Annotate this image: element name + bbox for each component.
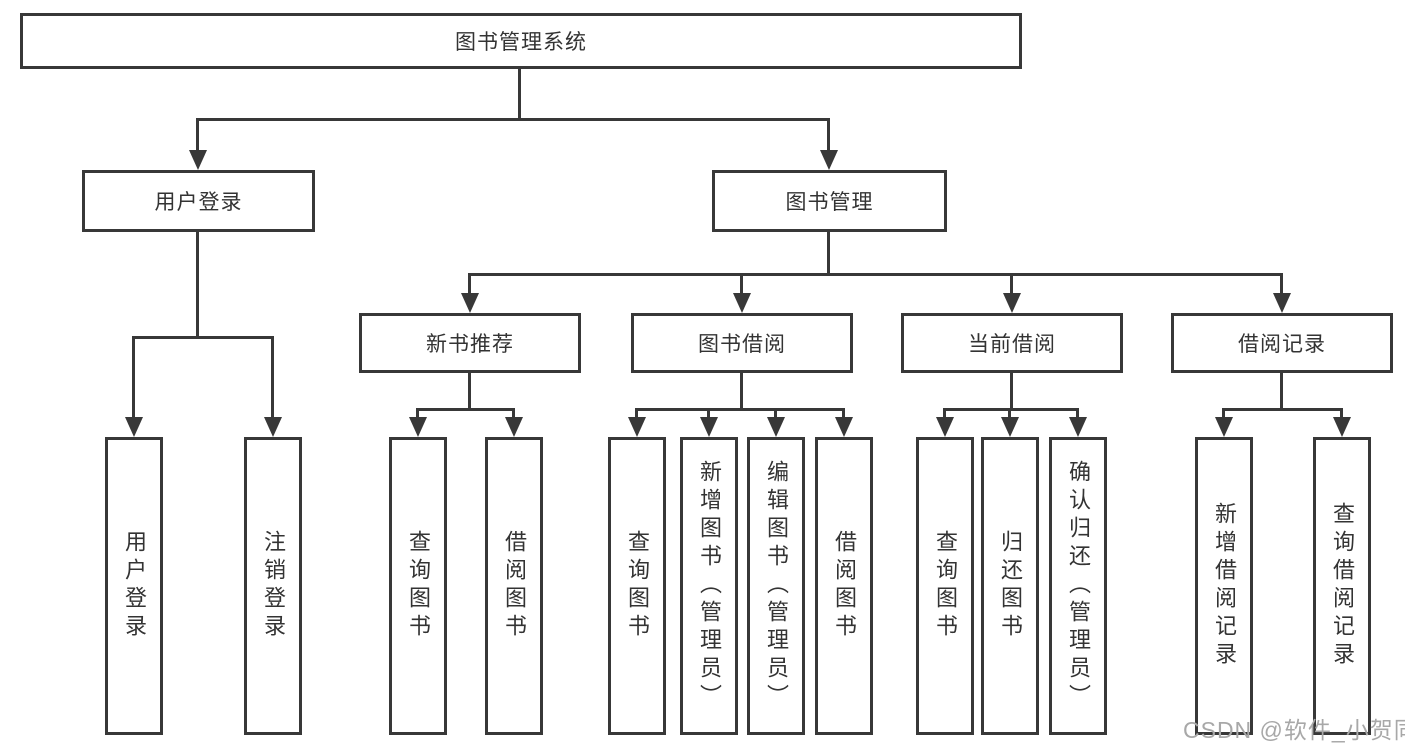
arrow-down-icon (1273, 293, 1291, 313)
arrow-down-icon (835, 417, 853, 437)
leaf-query-books-3: 查询图书 (916, 437, 974, 735)
node-library-system: 图书管理系统 (20, 13, 1022, 69)
connector-leaf-stem (1008, 408, 1011, 419)
leaf-borrow-books-1-label: 借阅图书 (502, 530, 527, 642)
node-borrowing-records: 借阅记录 (1171, 313, 1393, 373)
connector-book-borrow-down (740, 373, 743, 408)
connector-new-book-down (468, 373, 471, 408)
connector-leaf-stem (707, 408, 710, 419)
node-book-management: 图书管理 (712, 170, 947, 232)
node-user-login-label: 用户登录 (154, 191, 243, 214)
leaf-query-borrow-record-label: 查询借阅记录 (1330, 502, 1355, 670)
arrow-down-icon (700, 417, 718, 437)
arrow-down-icon (1003, 293, 1021, 313)
arrow-down-icon (820, 150, 838, 170)
arrow-down-icon (461, 293, 479, 313)
connector-leaf-stem (635, 408, 638, 419)
connector-leaf-stem (512, 408, 515, 419)
connector-book-mgmt-stem (827, 118, 830, 152)
leaf-user-login: 用户登录 (105, 437, 163, 735)
leaf-query-books-2-label: 查询图书 (625, 530, 650, 642)
arrow-down-icon (628, 417, 646, 437)
leaf-borrow-books-1: 借阅图书 (485, 437, 543, 735)
node-current-borrowing-label: 当前借阅 (968, 333, 1056, 356)
connector-leaf-stem (774, 408, 777, 419)
leaf-confirm-return-admin: 确认归还（管理员） (1049, 437, 1107, 735)
arrow-down-icon (936, 417, 954, 437)
leaf-edit-books-admin-label: 编辑图书（管理员） (764, 460, 789, 712)
leaf-add-books-admin: 新增图书（管理员） (680, 437, 738, 735)
leaf-return-books: 归还图书 (981, 437, 1039, 735)
connector-current-borrow-down (1010, 373, 1013, 408)
connector-current-borrow-stem (1010, 273, 1013, 295)
connector-level3-rail (469, 273, 1283, 276)
arrow-down-icon (1333, 417, 1351, 437)
leaf-add-borrow-record: 新增借阅记录 (1195, 437, 1253, 735)
connector-group2-rail (417, 408, 515, 411)
node-current-borrowing: 当前借阅 (901, 313, 1123, 373)
connector-group4-rail (944, 408, 1079, 411)
arrow-down-icon (733, 293, 751, 313)
connector-group3-rail (636, 408, 845, 411)
node-borrowing-records-label: 借阅记录 (1238, 333, 1326, 356)
connector-leaf-stem (1076, 408, 1079, 419)
arrow-down-icon (189, 150, 207, 170)
node-new-book-recommend: 新书推荐 (359, 313, 581, 373)
arrow-down-icon (1215, 417, 1233, 437)
connector-root-stem (518, 69, 521, 118)
leaf-query-books-1-label: 查询图书 (406, 530, 431, 642)
connector-leaf-stem (842, 408, 845, 419)
node-book-borrowing: 图书借阅 (631, 313, 853, 373)
leaf-add-borrow-record-label: 新增借阅记录 (1212, 502, 1237, 670)
connector-user-login-stem (196, 118, 199, 152)
leaf-add-books-admin-label: 新增图书（管理员） (697, 460, 722, 712)
connector-leaf-stem (271, 336, 274, 419)
arrow-down-icon (264, 417, 282, 437)
connector-borrow-record-down (1280, 373, 1283, 408)
node-user-login: 用户登录 (82, 170, 315, 232)
arrow-down-icon (505, 417, 523, 437)
leaf-logout-label: 注销登录 (261, 530, 286, 642)
connector-leaf-stem (1340, 408, 1343, 419)
leaf-query-books-2: 查询图书 (608, 437, 666, 735)
connector-group5-rail (1223, 408, 1343, 411)
node-book-borrowing-label: 图书借阅 (698, 333, 786, 356)
connector-group1-rail (133, 336, 274, 339)
leaf-query-books-3-label: 查询图书 (933, 530, 958, 642)
leaf-return-books-label: 归还图书 (998, 530, 1023, 642)
leaf-query-books-1: 查询图书 (389, 437, 447, 735)
arrow-down-icon (767, 417, 785, 437)
arrow-down-icon (409, 417, 427, 437)
connector-leaf-stem (132, 336, 135, 419)
node-library-system-label: 图书管理系统 (455, 31, 587, 54)
node-new-book-recommend-label: 新书推荐 (426, 333, 514, 356)
connector-book-mgmt-down (827, 232, 830, 273)
leaf-confirm-return-admin-label: 确认归还（管理员） (1066, 460, 1091, 712)
leaf-borrow-books-2: 借阅图书 (815, 437, 873, 735)
leaf-logout: 注销登录 (244, 437, 302, 735)
connector-level2-rail (197, 118, 830, 121)
node-book-management-label: 图书管理 (785, 191, 874, 214)
arrow-down-icon (1069, 417, 1087, 437)
connector-leaf-stem (1222, 408, 1225, 419)
connector-borrow-record-stem (1280, 273, 1283, 295)
leaf-user-login-label: 用户登录 (122, 530, 147, 642)
connector-user-login-down (196, 232, 199, 336)
leaf-edit-books-admin: 编辑图书（管理员） (747, 437, 805, 735)
connector-leaf-stem (943, 408, 946, 419)
connector-book-borrow-stem (740, 273, 743, 295)
leaf-borrow-books-2-label: 借阅图书 (832, 530, 857, 642)
leaf-query-borrow-record: 查询借阅记录 (1313, 437, 1371, 735)
connector-new-book-stem (468, 273, 471, 295)
connector-leaf-stem (416, 408, 419, 419)
csdn-watermark: CSDN @软件_小贺同学 (1183, 717, 1405, 743)
arrow-down-icon (125, 417, 143, 437)
arrow-down-icon (1001, 417, 1019, 437)
